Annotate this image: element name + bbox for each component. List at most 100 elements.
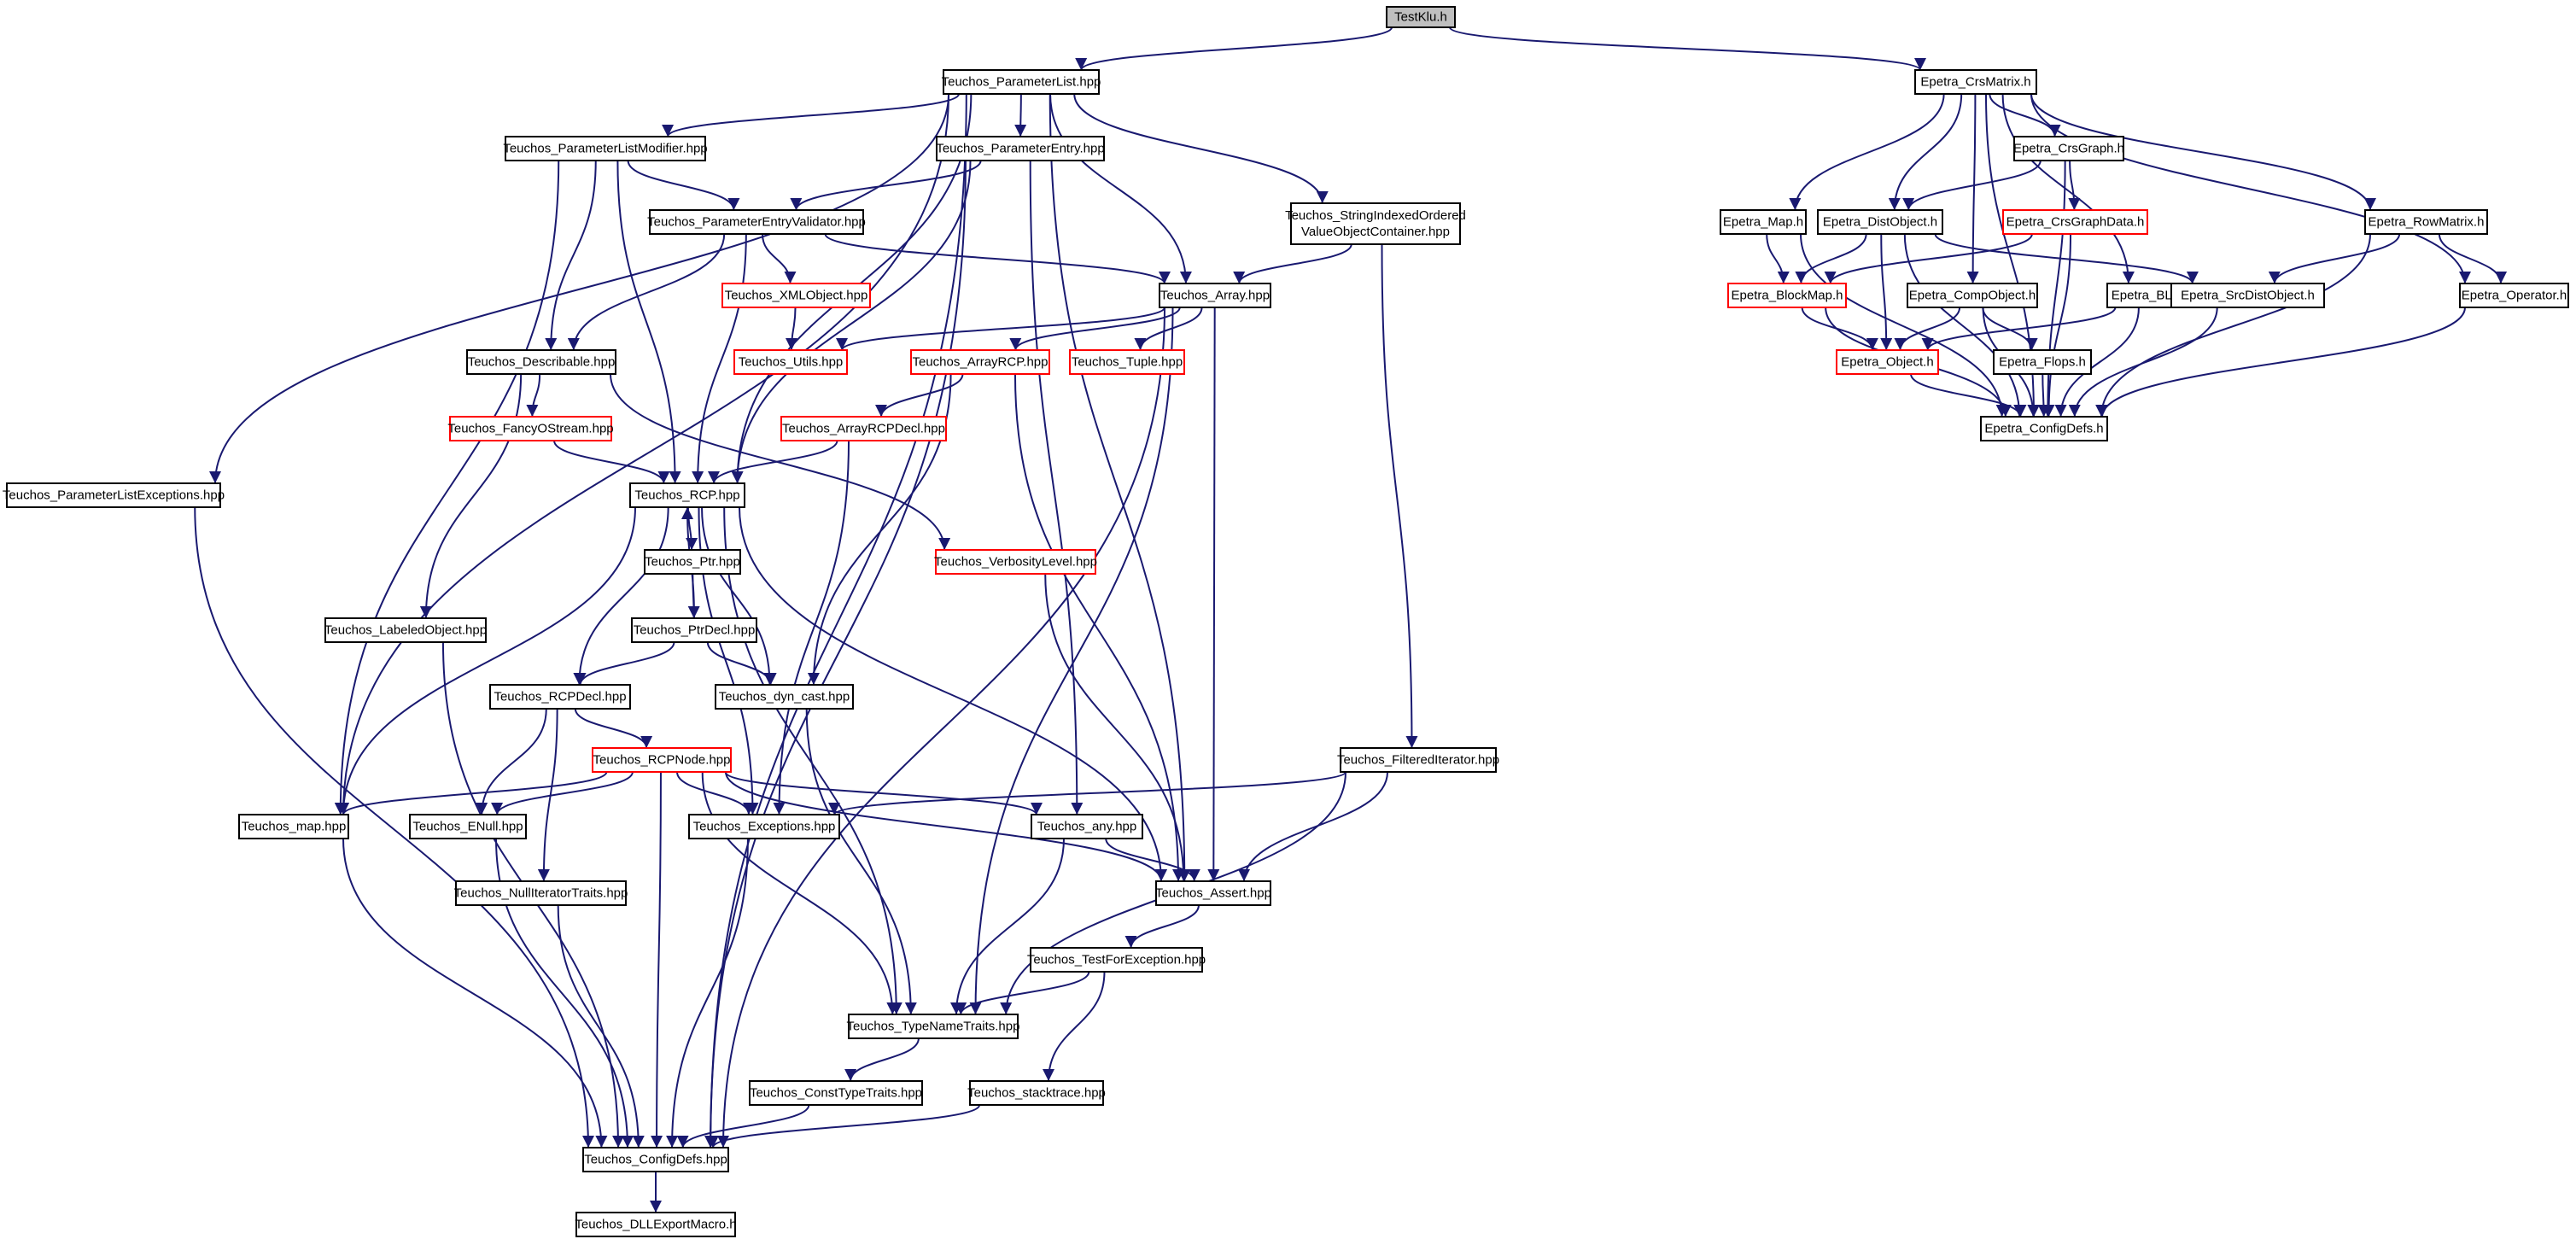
node-tctt[interactable]: Teuchos_ConstTypeTraits.hpp — [749, 1080, 923, 1106]
node-box — [935, 549, 1096, 575]
node-box — [1159, 283, 1271, 308]
node-box — [936, 136, 1105, 161]
node-trcpn[interactable]: Teuchos_RCPNode.hpp — [592, 747, 732, 773]
edge-ecgd-to-ebm — [1824, 233, 2033, 284]
node-eco[interactable]: Epetra_CompObject.h — [1907, 283, 2038, 308]
node-box — [688, 814, 840, 839]
node-tplm[interactable]: Teuchos_ParameterListModifier.hpp — [503, 136, 708, 161]
node-tfos[interactable]: Teuchos_FancyOStream.hpp — [447, 416, 614, 441]
node-tmap[interactable]: Teuchos_map.hpp — [238, 814, 349, 839]
node-tutils[interactable]: Teuchos_Utils.hpp — [733, 349, 848, 375]
node-ttuple[interactable]: Teuchos_Tuple.hpp — [1069, 349, 1185, 375]
node-box — [649, 209, 864, 235]
node-box — [6, 482, 221, 508]
node-box — [848, 1014, 1019, 1039]
node-tple[interactable]: Teuchos_ParameterListExceptions.hpp — [3, 482, 225, 508]
node-tpev[interactable]: Teuchos_ParameterEntryValidator.hpp — [647, 209, 866, 235]
node-tenull[interactable]: Teuchos_ENull.hpp — [409, 814, 527, 839]
node-box — [943, 69, 1100, 95]
node-trcpd[interactable]: Teuchos_RCPDecl.hpp — [489, 684, 631, 710]
edge-tdesc-to-tlo — [419, 373, 523, 619]
node-box — [1340, 747, 1497, 773]
edge-tdesc-to-tvl — [610, 373, 951, 551]
node-tarr[interactable]: Teuchos_Array.hpp — [1159, 283, 1271, 308]
edge-emap-to-ecd — [1800, 233, 2008, 418]
edge-ecrs-to-eop — [2030, 93, 2471, 284]
node-ecgd[interactable]: Epetra_CrsGraphData.h — [2002, 209, 2148, 235]
node-label: Teuchos_XMLObject.hpp — [725, 289, 868, 303]
node-tcd[interactable]: Teuchos_ConfigDefs.hpp — [582, 1147, 729, 1172]
node-tst[interactable]: Teuchos_stacktrace.hpp — [967, 1080, 1106, 1106]
node-box — [238, 814, 349, 839]
node-eflops[interactable]: Epetra_Flops.h — [1993, 349, 2092, 375]
edge-eblas-to-eobj — [1921, 307, 2117, 351]
node-ecd[interactable]: Epetra_ConfigDefs.h — [1980, 416, 2108, 441]
edge-tpl-to-tcd — [704, 93, 967, 1148]
node-box — [1031, 814, 1143, 839]
node-ecrs[interactable]: Epetra_CrsMatrix.h — [1914, 69, 2037, 95]
node-root[interactable]: TestKlu.h — [1386, 6, 1456, 28]
node-eop[interactable]: Epetra_Operator.h — [2459, 283, 2569, 308]
node-ebm[interactable]: Epetra_BlockMap.h — [1727, 283, 1847, 308]
edge-tpe-to-tpev — [790, 160, 982, 211]
node-label: Teuchos_ParameterEntryValidator.hpp — [647, 215, 866, 230]
edge-eobj-to-ecd — [1910, 373, 2027, 418]
node-txml[interactable]: Teuchos_XMLObject.hpp — [721, 283, 871, 308]
node-box — [2170, 283, 2325, 308]
node-trcp[interactable]: Teuchos_RCP.hpp — [629, 482, 745, 508]
edge-tarr-to-tutils — [836, 307, 1165, 351]
edge-tpl-to-tmap — [337, 93, 949, 815]
node-tany[interactable]: Teuchos_any.hpp — [1031, 814, 1143, 839]
edge-edo-to-eobj — [1880, 233, 1893, 351]
node-tpe[interactable]: Teuchos_ParameterEntry.hpp — [936, 136, 1105, 161]
node-tptr[interactable]: Teuchos_Ptr.hpp — [644, 549, 741, 575]
node-box — [592, 747, 732, 773]
node-edo[interactable]: Epetra_DistObject.h — [1817, 209, 1943, 235]
edge-tfi-to-texc — [828, 771, 1346, 815]
node-tdyn[interactable]: Teuchos_dyn_cast.hpp — [715, 684, 854, 710]
edge-edo-to-ebm — [1795, 233, 1867, 284]
edge-tpl-to-tpe — [1014, 93, 1027, 137]
node-label: Teuchos_ConfigDefs.hpp — [584, 1153, 727, 1167]
node-eobj[interactable]: Epetra_Object.h — [1836, 349, 1939, 375]
node-erm[interactable]: Epetra_RowMatrix.h — [2364, 209, 2488, 235]
edge-root-to-ecrs — [1449, 26, 1926, 71]
node-ecg[interactable]: Epetra_CrsGraph.h — [2013, 136, 2124, 161]
node-box — [969, 1080, 1104, 1106]
node-box — [455, 880, 627, 906]
node-label: Teuchos_RCPDecl.hpp — [494, 690, 626, 704]
node-texc[interactable]: Teuchos_Exceptions.hpp — [688, 814, 840, 839]
node-tdesc[interactable]: Teuchos_Describable.hpp — [466, 349, 616, 375]
node-label: Teuchos_TestForException.hpp — [1027, 953, 1206, 967]
node-tlo[interactable]: Teuchos_LabeledObject.hpp — [324, 617, 487, 643]
node-emap[interactable]: Epetra_Map.h — [1720, 209, 1807, 235]
node-label: Teuchos_ParameterEntry.hpp — [936, 142, 1104, 156]
edge-tarr-to-tcd — [717, 307, 1165, 1148]
node-tptrd[interactable]: Teuchos_PtrDecl.hpp — [631, 617, 757, 643]
node-tpl[interactable]: Teuchos_ParameterList.hpp — [942, 69, 1101, 95]
node-label: Teuchos_ConstTypeTraits.hpp — [750, 1086, 922, 1101]
node-ttnt[interactable]: Teuchos_TypeNameTraits.hpp — [847, 1014, 1020, 1039]
node-label: Teuchos_ParameterListModifier.hpp — [503, 142, 707, 156]
edge-tplm-to-tmap — [334, 160, 560, 815]
node-box — [1030, 947, 1203, 973]
node-tnit[interactable]: Teuchos_NullIteratorTraits.hpp — [454, 880, 628, 906]
node-esdo[interactable]: Epetra_SrcDistObject.h — [2170, 283, 2325, 308]
node-tarcpd[interactable]: Teuchos_ArrayRCPDecl.hpp — [780, 416, 947, 441]
node-ttfe[interactable]: Teuchos_TestForException.hpp — [1027, 947, 1206, 973]
node-box — [1836, 349, 1939, 375]
node-tsioc[interactable]: Teuchos_StringIndexedOrderedValueObjectC… — [1285, 202, 1466, 245]
node-label: Epetra_DistObject.h — [1823, 215, 1937, 230]
node-tfi[interactable]: Teuchos_FilteredIterator.hpp — [1337, 747, 1499, 773]
node-label: Teuchos_PtrDecl.hpp — [634, 623, 756, 638]
node-label: Teuchos_Assert.hpp — [1155, 886, 1271, 901]
node-tdll[interactable]: Teuchos_DLLExportMacro.h — [575, 1212, 737, 1237]
node-tarcp[interactable]: Teuchos_ArrayRCP.hpp — [910, 349, 1050, 375]
node-box — [1386, 6, 1456, 28]
edge-trcp-to-ttnt — [723, 506, 902, 1015]
node-tvl[interactable]: Teuchos_VerbosityLevel.hpp — [934, 549, 1097, 575]
edge-tnit-to-tcd — [557, 904, 645, 1148]
node-tassert[interactable]: Teuchos_Assert.hpp — [1155, 880, 1271, 906]
edge-tpl-to-tple — [209, 93, 949, 484]
